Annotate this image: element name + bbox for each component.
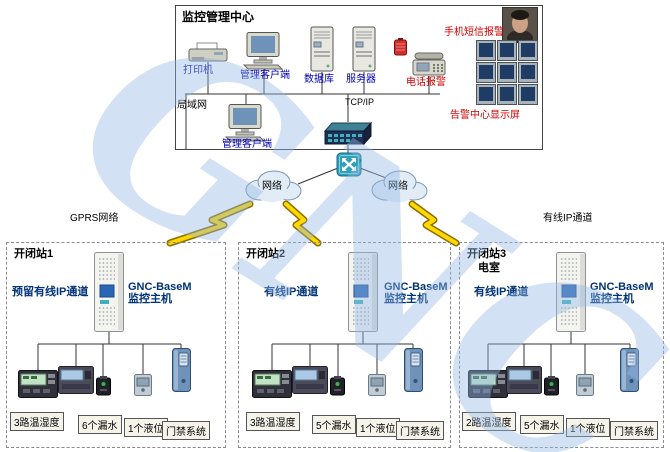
station-3-title: 开闭站3 [467, 248, 507, 260]
network-cloud-right-label: 网络 [388, 181, 408, 192]
station-1-leak-sensor-icon [96, 376, 111, 396]
station-2-temp-humidity-meter-icon [252, 370, 292, 398]
station-1-host-label-line1: GNC-BaseM [128, 281, 192, 293]
station-1-box [6, 242, 226, 448]
gprs-channel-label: GPRS网络 [70, 213, 119, 224]
station-3-host-label-line1: GNC-BaseM [590, 281, 654, 293]
database-label: 数据库 [304, 74, 334, 85]
lightning-bolt-gprs [166, 200, 254, 247]
management-client-icon [243, 32, 283, 70]
station-2-host-label-line2: 监控主机 [384, 293, 428, 305]
control-center-box [175, 5, 543, 150]
database-server-icon [310, 26, 334, 72]
station-1-device-label-4: 门禁系统 [162, 421, 210, 440]
tcpip-label: TCP/IP [345, 97, 375, 107]
wired-channel-label: 有线IP通道 [543, 213, 593, 224]
display-wall-icon [476, 40, 538, 105]
server-label: 服务器 [346, 74, 376, 85]
station-3-device-label-4: 门禁系统 [610, 421, 658, 440]
station-2-access-control-icon [404, 348, 423, 392]
station-2-host-label-line1: GNC-BaseM [384, 281, 448, 293]
station-1-host-label-line2: 监控主机 [128, 293, 172, 305]
station-3-host-controller-icon [556, 252, 586, 332]
station-1-title: 开闭站1 [14, 248, 54, 260]
station-3-level-sensor-icon [576, 374, 594, 396]
phone-alarm-label: 电话报警 [406, 77, 446, 88]
station-2-host-controller-icon [348, 252, 378, 332]
display-wall-label: 告警中心显示屏 [450, 110, 520, 121]
station-2-title: 开闭站2 [246, 248, 286, 260]
station-2-meter-icon [292, 366, 328, 394]
station-3-access-control-icon [620, 348, 639, 392]
station-1-level-sensor-icon [134, 374, 152, 396]
station-3-device-label-3: 1个液位 [566, 418, 610, 437]
station-3-box [459, 242, 664, 448]
lightning-bolt-station3 [408, 200, 460, 247]
station-3-subtitle: 电室 [478, 262, 500, 274]
station-3-meter-icon [506, 366, 542, 394]
station-1-channel-label: 预留有线IP通道 [12, 286, 89, 298]
printer-label: 打印机 [183, 65, 213, 76]
station-1-device-label-1: 3路温湿度 [10, 412, 64, 431]
center-title: 监控管理中心 [182, 10, 255, 24]
station-1-device-label-2: 6个漏水 [78, 415, 122, 434]
station-3-temp-humidity-meter-icon [468, 370, 508, 398]
server-icon [352, 26, 376, 72]
station-3-device-label-2: 5个漏水 [520, 415, 564, 434]
network-cloud-left-label: 网络 [262, 181, 282, 192]
station-3-channel-label: 有线IP通道 [474, 286, 529, 298]
station-3-leak-sensor-icon [544, 376, 559, 396]
station-2-device-label-4: 门禁系统 [396, 421, 444, 440]
station-2-leak-sensor-icon [330, 376, 345, 396]
management-client-bottom-label: 管理客户端 [222, 139, 272, 150]
station-1-meter-icon [58, 366, 94, 394]
lan-switch-icon [324, 122, 372, 145]
station-1-access-control-icon [172, 348, 191, 392]
lan-label: 局域网 [177, 100, 207, 111]
telephone-icon [412, 52, 446, 76]
management-client-top-label: 管理客户端 [240, 70, 290, 81]
lightning-bolt-station2 [282, 200, 322, 247]
station-2-device-label-2: 5个漏水 [312, 415, 356, 434]
station-2-box [238, 242, 451, 448]
station-1-temp-humidity-meter-icon [18, 370, 58, 398]
station-3-host-label-line2: 监控主机 [590, 293, 634, 305]
printer-icon [188, 42, 228, 62]
management-client-bottom-icon [225, 104, 265, 142]
sms-alarm-label: 手机短信报警 [444, 27, 504, 38]
station-2-device-label-3: 1个液位 [356, 418, 400, 437]
station-2-level-sensor-icon [368, 374, 386, 396]
station-3-device-label-1: 2路温湿度 [462, 412, 516, 431]
station-2-channel-label: 有线IP通道 [264, 286, 319, 298]
station-1-host-controller-icon [94, 252, 124, 332]
station-2-device-label-1: 3路温湿度 [246, 412, 300, 431]
router-switch-icon [336, 152, 362, 177]
alarm-siren-icon [394, 38, 407, 56]
operator-photo [502, 7, 538, 43]
